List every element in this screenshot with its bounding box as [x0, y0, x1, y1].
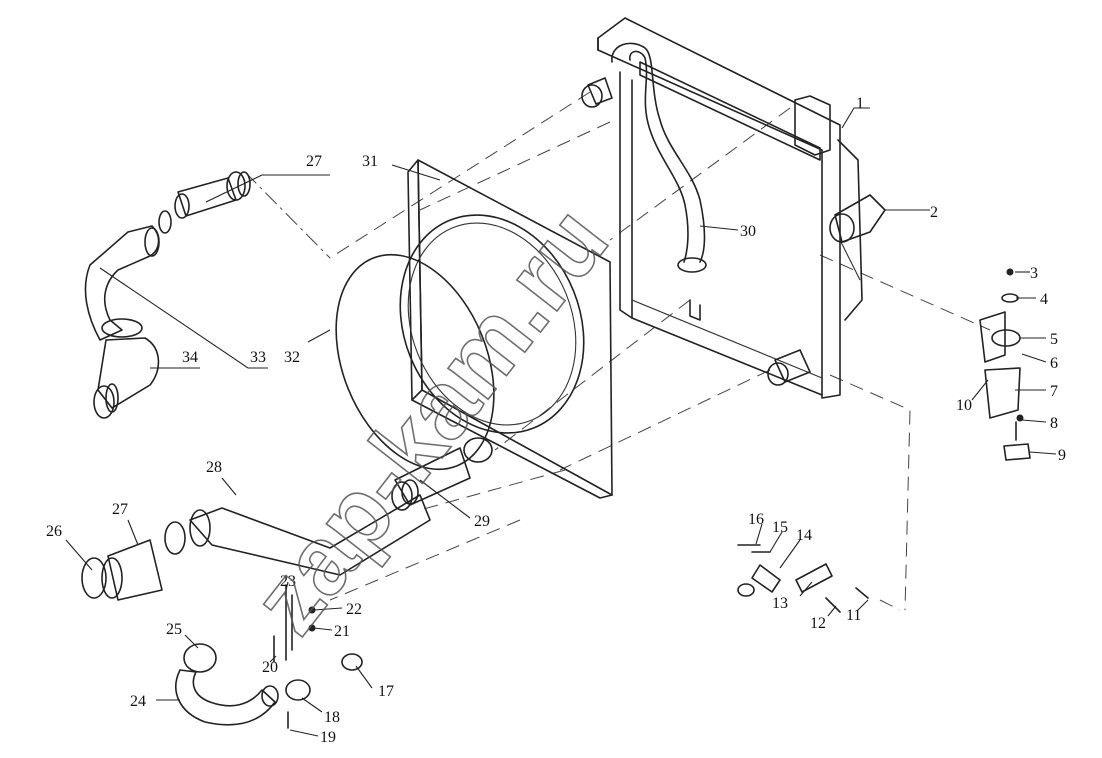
part-labels: 1 2 3 4 5 6 7 8 9 10 11 12 13 14 15 16 1… — [46, 95, 1066, 746]
part-label-3: 3 — [1030, 265, 1038, 282]
part-label-27-lower: 27 — [112, 501, 128, 518]
part-label-31: 31 — [362, 153, 378, 170]
part-label-9: 9 — [1058, 447, 1066, 464]
coolant-pipe-group — [175, 584, 363, 729]
part-label-17: 17 — [378, 683, 394, 700]
part-label-26: 26 — [46, 523, 62, 540]
fan-ring — [335, 253, 495, 471]
part-label-19: 19 — [320, 729, 336, 746]
assembly-guide-lines — [244, 91, 991, 611]
part-label-15: 15 — [772, 519, 788, 536]
fan-shroud — [399, 159, 613, 499]
part-label-5: 5 — [1050, 331, 1058, 348]
part-label-34: 34 — [182, 349, 198, 366]
part-label-33: 33 — [250, 349, 266, 366]
mount-bracket — [979, 268, 1031, 461]
part-label-27-upper: 27 — [306, 153, 322, 170]
part-label-7: 7 — [1050, 383, 1058, 400]
leader-lines — [65, 107, 1057, 737]
part-label-6: 6 — [1050, 355, 1058, 372]
part-label-1: 1 — [856, 95, 864, 112]
part-label-21: 21 — [334, 623, 350, 640]
part-label-29: 29 — [474, 513, 490, 530]
part-label-2: 2 — [930, 204, 938, 221]
part-label-4: 4 — [1040, 291, 1048, 308]
part-label-28: 28 — [206, 459, 222, 476]
part-label-20: 20 — [262, 659, 278, 676]
part-label-23: 23 — [280, 573, 296, 590]
part-label-32: 32 — [284, 349, 300, 366]
lower-intake-hoses — [81, 437, 493, 601]
part-label-11: 11 — [846, 607, 861, 624]
watermark-text: zap-kam.ru — [232, 188, 628, 653]
part-label-13: 13 — [772, 595, 788, 612]
part-label-30: 30 — [740, 223, 756, 240]
fasteners-group — [737, 544, 869, 613]
part-label-24: 24 — [130, 693, 146, 710]
part-label-14: 14 — [796, 527, 812, 544]
radiator-assembly — [581, 17, 886, 399]
part-label-25: 25 — [166, 621, 182, 638]
part-label-16: 16 — [748, 511, 764, 528]
upper-intake-hoses — [84, 171, 251, 419]
part-label-22: 22 — [346, 601, 362, 618]
part-label-12: 12 — [810, 615, 826, 632]
part-label-18: 18 — [324, 709, 340, 726]
part-label-8: 8 — [1050, 415, 1058, 432]
part-label-10: 10 — [956, 397, 972, 414]
